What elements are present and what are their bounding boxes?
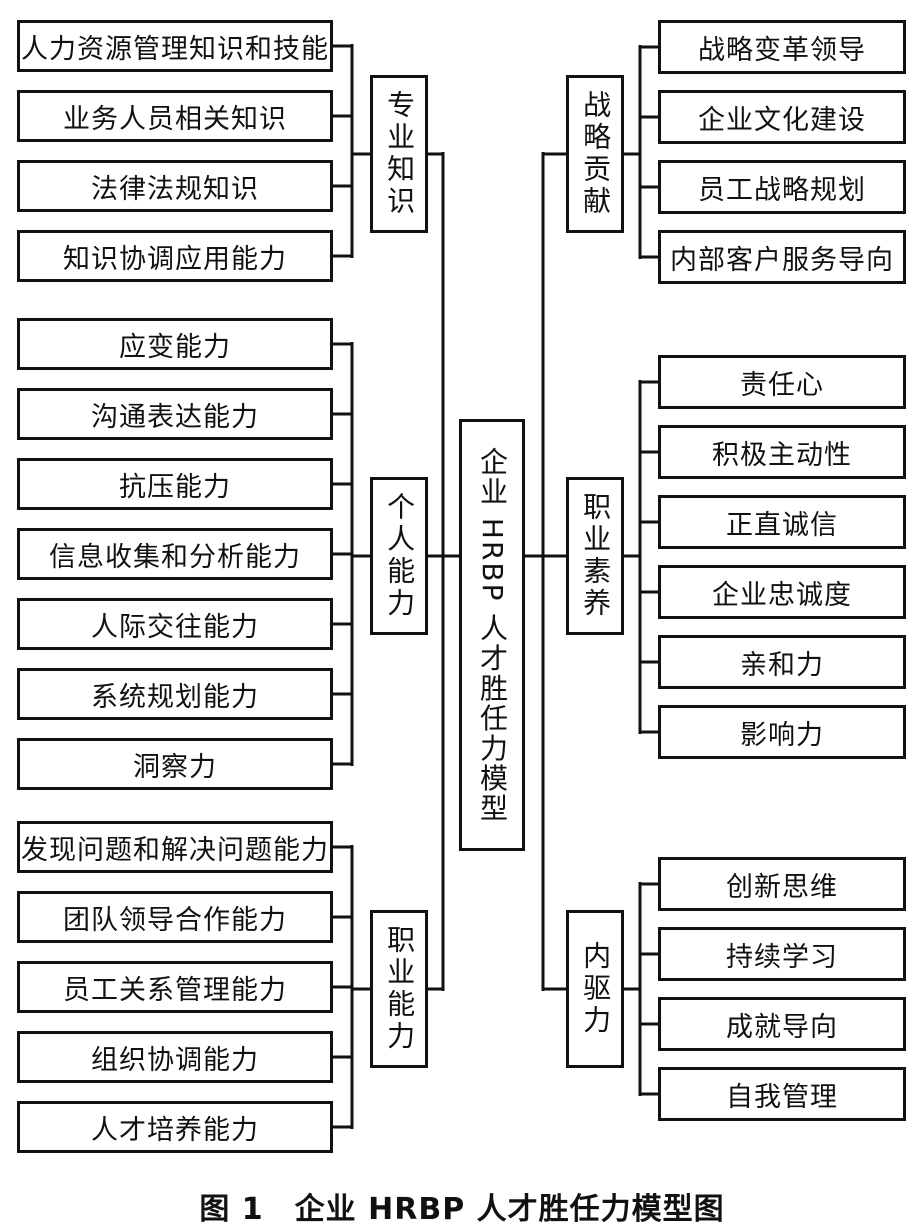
node-knowledge-application: 知识协调应用能力 [17,230,333,282]
node-business-knowledge: 业务人员相关知识 [17,90,333,142]
node-adaptability: 应变能力 [17,318,333,370]
node-label: 正直诚信 [726,509,838,541]
node-label: 团队领导合作能力 [63,904,287,936]
node-label: 系统规划能力 [91,681,259,713]
category-label: 职业能力 [383,925,417,1053]
node-internal-customer-service: 内部客户服务导向 [658,230,906,284]
category-label: 个人能力 [383,492,417,620]
node-problem-solving: 发现问题和解决问题能力 [17,821,333,873]
category-label: 专业知识 [383,90,417,218]
node-label: 法律法规知识 [91,173,259,205]
node-strategic-change-leadership: 战略变革领导 [658,20,906,74]
category-personal-ability: 个人能力 [370,477,428,635]
node-label: 亲和力 [740,649,824,681]
node-coordination: 组织协调能力 [17,1031,333,1083]
node-influence: 影响力 [658,705,906,759]
node-label: 持续学习 [726,941,838,973]
node-stress-resistance: 抗压能力 [17,458,333,510]
node-label: 积极主动性 [712,439,852,471]
node-legal-knowledge: 法律法规知识 [17,160,333,212]
node-employee-relations: 员工关系管理能力 [17,961,333,1013]
node-interpersonal: 人际交往能力 [17,598,333,650]
node-label: 抗压能力 [119,471,231,503]
category-label: 战略贡献 [579,90,613,218]
node-label: 业务人员相关知识 [63,103,287,135]
node-continuous-learning: 持续学习 [658,927,906,981]
node-information-analysis: 信息收集和分析能力 [17,528,333,580]
category-professional-quality: 职业素养 [566,477,624,635]
category-label: 内驱力 [579,941,613,1037]
node-integrity: 正直诚信 [658,495,906,549]
node-label: 影响力 [740,719,824,751]
category-professional-knowledge: 专业知识 [370,75,428,233]
node-label: 信息收集和分析能力 [49,541,301,573]
category-strategic-contribution: 战略贡献 [566,75,624,233]
node-label: 企业忠诚度 [712,579,852,611]
category-professional-ability: 职业能力 [370,910,428,1068]
node-talent-development: 人才培养能力 [17,1101,333,1153]
node-label: 内部客户服务导向 [670,244,894,276]
node-affinity: 亲和力 [658,635,906,689]
node-label: 洞察力 [133,751,217,783]
node-label: 创新思维 [726,871,838,903]
node-corporate-culture: 企业文化建设 [658,90,906,144]
node-label: 人才培养能力 [91,1114,259,1146]
node-label: 发现问题和解决问题能力 [21,834,329,866]
node-insight: 洞察力 [17,738,333,790]
node-label: 自我管理 [726,1081,838,1113]
center-label: 企业 HRBP 人才胜任力模型 [476,446,509,824]
node-system-planning: 系统规划能力 [17,668,333,720]
node-loyalty: 企业忠诚度 [658,565,906,619]
category-inner-drive: 内驱力 [566,910,624,1068]
node-label: 战略变革领导 [698,34,866,66]
center-node-model: 企业 HRBP 人才胜任力模型 [459,419,525,851]
node-hr-knowledge-skills: 人力资源管理知识和技能 [17,20,333,72]
node-self-management: 自我管理 [658,1067,906,1121]
node-label: 知识协调应用能力 [63,243,287,275]
category-label: 职业素养 [579,492,613,620]
node-innovative-thinking: 创新思维 [658,857,906,911]
node-label: 沟通表达能力 [91,401,259,433]
node-achievement-orientation: 成就导向 [658,997,906,1051]
node-label: 成就导向 [726,1011,838,1043]
node-label: 人力资源管理知识和技能 [21,33,329,65]
node-label: 员工关系管理能力 [63,974,287,1006]
node-proactivity: 积极主动性 [658,425,906,479]
node-label: 人际交往能力 [91,611,259,643]
figure-caption: 图 1 企业 HRBP 人才胜任力模型图 [199,1192,725,1227]
node-communication: 沟通表达能力 [17,388,333,440]
node-label: 责任心 [740,369,824,401]
node-label: 企业文化建设 [698,104,866,136]
node-workforce-planning: 员工战略规划 [658,160,906,214]
node-team-leadership: 团队领导合作能力 [17,891,333,943]
node-label: 应变能力 [119,331,231,363]
node-responsibility: 责任心 [658,355,906,409]
node-label: 员工战略规划 [698,174,866,206]
node-label: 组织协调能力 [91,1044,259,1076]
